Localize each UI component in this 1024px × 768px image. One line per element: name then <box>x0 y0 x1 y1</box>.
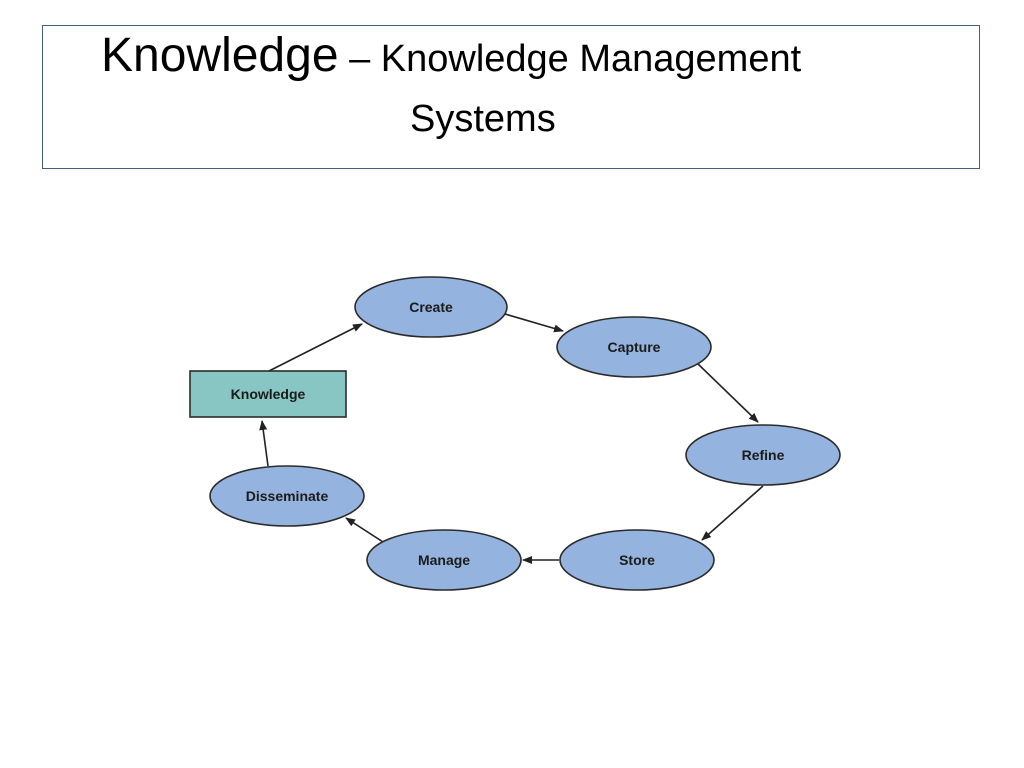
title-box: Knowledge – Knowledge Management Systems <box>42 25 980 169</box>
node-refine: Refine <box>685 424 841 486</box>
arrow-create-capture <box>504 313 564 333</box>
arrow-capture-refine <box>696 362 759 423</box>
node-knowledge-shape <box>189 370 347 418</box>
node-refine-label: Refine <box>742 447 785 463</box>
arrow-disseminate-knowledge <box>259 420 269 467</box>
node-store-label: Store <box>619 552 655 568</box>
node-refine-shape <box>685 424 841 486</box>
title-dash: – <box>338 38 381 80</box>
title-sub-line1: Knowledge Management <box>380 38 802 80</box>
node-capture: Capture <box>556 316 712 378</box>
node-create-shape <box>354 276 508 338</box>
node-store-shape <box>559 529 715 591</box>
node-knowledge: Knowledge <box>189 370 347 418</box>
node-create: Create <box>354 276 508 338</box>
node-create-label: Create <box>409 299 453 315</box>
node-capture-shape <box>556 316 712 378</box>
node-disseminate-shape <box>209 465 365 527</box>
arrow-manage-disseminate <box>345 517 384 543</box>
arrow-knowledge-create <box>268 323 363 372</box>
node-manage: Manage <box>366 529 522 591</box>
arrow-refine-store <box>701 485 764 541</box>
edges-layer <box>259 313 764 564</box>
node-capture-label: Capture <box>608 339 661 355</box>
node-disseminate: Disseminate <box>209 465 365 527</box>
page-title: Knowledge – Knowledge Management <box>101 28 801 83</box>
node-manage-label: Manage <box>418 552 470 568</box>
title-sub-line2: Systems <box>410 98 556 140</box>
node-knowledge-label: Knowledge <box>231 386 306 402</box>
title-main: Knowledge <box>101 29 339 82</box>
node-store: Store <box>559 529 715 591</box>
node-disseminate-label: Disseminate <box>246 488 329 504</box>
node-manage-shape <box>366 529 522 591</box>
